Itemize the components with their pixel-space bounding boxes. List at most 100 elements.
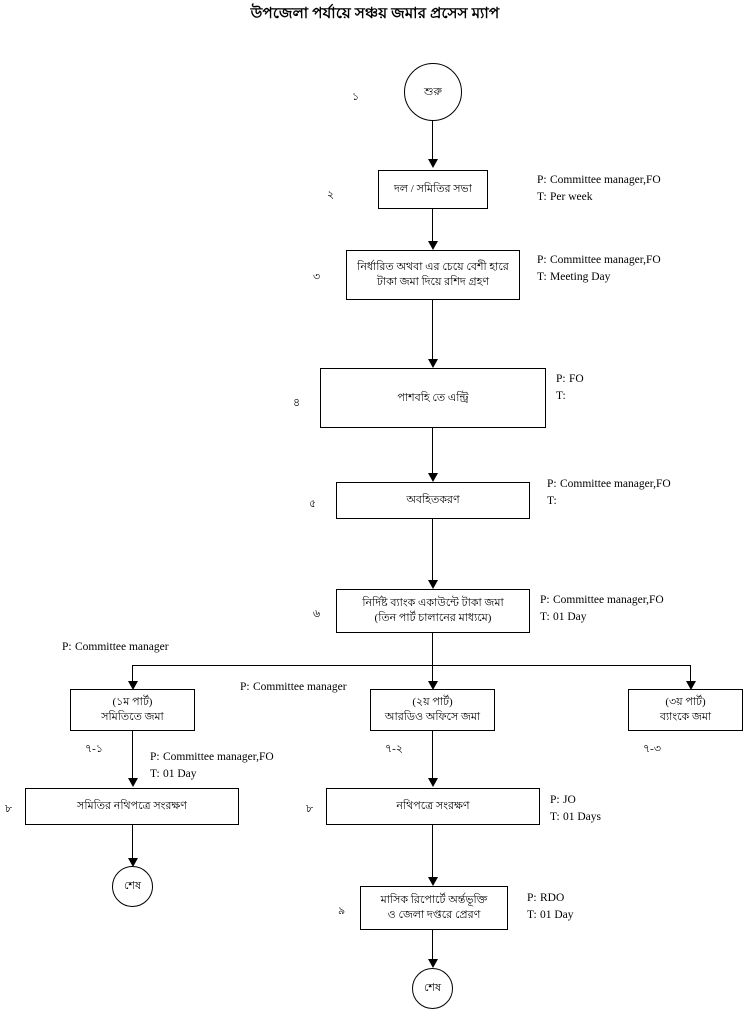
node-branch-7-1-line2: সমিতিতে জমা bbox=[101, 711, 164, 723]
step-number-5: ৫ bbox=[309, 498, 317, 510]
annotation-branch-1-p-row: P:Committee manager bbox=[62, 639, 169, 656]
t-key: T: bbox=[540, 611, 550, 624]
arrowhead-4-5 bbox=[428, 473, 438, 482]
annotation-branch-2: P:Committee manager bbox=[240, 679, 347, 696]
annotation-step-6: P:Committee manager,FO T:01 Day bbox=[540, 592, 664, 627]
arrowhead-3-4 bbox=[428, 359, 438, 368]
annotation-lower-left-p-row: P:Committee manager,FO bbox=[150, 749, 274, 766]
connector-3-4 bbox=[432, 300, 433, 360]
node-step-9-line2: ও জেলা দপ্তরে প্রেরণ bbox=[387, 909, 481, 921]
annotation-step-8-right-t-row: T:01 Days bbox=[550, 809, 601, 826]
annotation-step-6-t: 01 Day bbox=[553, 611, 587, 624]
t-key: T: bbox=[150, 768, 160, 781]
step-number-9: ৯ bbox=[338, 905, 346, 917]
node-step-4-line1: পাশবহি তে এন্ট্রি bbox=[397, 391, 469, 404]
node-step-3: নির্ধারিত অথবা এর চেয়ে বেশী হারে টাকা জ… bbox=[346, 250, 520, 300]
arrowhead-branch-1 bbox=[128, 681, 138, 690]
annotation-step-3: P:Committee manager,FO T:Meeting Day bbox=[537, 252, 661, 287]
p-key: P: bbox=[150, 751, 160, 763]
p-key: P: bbox=[537, 254, 547, 266]
annotation-step-3-p: Committee manager,FO bbox=[550, 254, 661, 266]
annotation-step-2-p: Committee manager,FO bbox=[550, 174, 661, 186]
node-step-5-line1: অবহিতকরণ bbox=[406, 494, 460, 507]
node-step-2: দল / সমিতির সভা bbox=[378, 170, 488, 209]
annotation-step-6-p-row: P:Committee manager,FO bbox=[540, 592, 664, 609]
annotation-branch-2-p: Committee manager bbox=[253, 681, 347, 693]
annotation-step-8-right-t: 01 Days bbox=[563, 811, 602, 824]
annotation-step-9: P:RDO T:01 Day bbox=[527, 890, 574, 925]
annotation-step-5-p-row: P:Committee manager,FO bbox=[547, 476, 671, 493]
annotation-step-6-p: Committee manager,FO bbox=[553, 594, 664, 606]
annotation-lower-left: P:Committee manager,FO T:01 Day bbox=[150, 749, 274, 784]
step-number-3: ৩ bbox=[313, 271, 321, 283]
annotation-step-2-t-row: T:Per week bbox=[537, 189, 661, 206]
p-key: P: bbox=[540, 594, 550, 606]
p-key: P: bbox=[62, 641, 72, 653]
t-key: T: bbox=[527, 909, 537, 922]
end-node-bottom-label: শেষ bbox=[423, 982, 442, 994]
annotation-step-2-t: Per week bbox=[550, 191, 593, 204]
arrowhead-9-to-end bbox=[428, 959, 438, 968]
connector-bus-branch-2 bbox=[432, 665, 433, 683]
annotation-step-3-t: Meeting Day bbox=[550, 271, 611, 284]
annotation-step-5: P:Committee manager,FO T: bbox=[547, 476, 671, 511]
annotation-step-4-p-row: P:FO bbox=[556, 371, 584, 388]
annotation-step-2: P:Committee manager,FO T:Per week bbox=[537, 172, 661, 207]
end-node-bottom: শেষ bbox=[412, 968, 453, 1009]
t-key: T: bbox=[547, 495, 557, 508]
arrowhead-1-2 bbox=[428, 159, 438, 168]
node-branch-7-2-line1: (২য় পার্ট) bbox=[412, 696, 453, 709]
node-step-8-left-line1: সমিতির নথিপত্রে সংরক্ষণ bbox=[77, 800, 187, 813]
annotation-step-5-t-row: T: bbox=[547, 493, 671, 510]
node-step-9-line1: মাসিক রিপোর্টে অর্ন্তভূক্তি bbox=[380, 894, 488, 907]
arrowhead-7-2-to-8 bbox=[428, 778, 438, 787]
annotation-step-4: P:FO T: bbox=[556, 371, 584, 406]
connector-1-2 bbox=[432, 121, 433, 160]
arrowhead-5-6 bbox=[428, 580, 438, 589]
node-step-8-left: সমিতির নথিপত্রে সংরক্ষণ bbox=[25, 788, 239, 825]
connector-bus-branch-1 bbox=[132, 665, 133, 683]
t-key: T: bbox=[537, 271, 547, 284]
step-number-7-3: ৭-৩ bbox=[643, 743, 661, 755]
annotation-step-9-p-row: P:RDO bbox=[527, 890, 574, 907]
node-step-8-right: নথিপত্রে সংরক্ষণ bbox=[326, 788, 540, 825]
p-key: P: bbox=[556, 373, 566, 385]
annotation-step-4-p: FO bbox=[569, 373, 584, 385]
annotation-step-6-t-row: T:01 Day bbox=[540, 609, 664, 626]
connector-bus-branch-3 bbox=[690, 665, 691, 683]
annotation-step-8-right-p: JO bbox=[563, 794, 576, 806]
t-key: T: bbox=[556, 390, 566, 403]
node-step-9: মাসিক রিপোর্টে অর্ন্তভূক্তি ও জেলা দপ্তর… bbox=[360, 886, 508, 930]
step-number-2: ২ bbox=[327, 189, 335, 201]
node-step-2-line1: দল / সমিতির সভা bbox=[394, 183, 472, 196]
node-step-3-line1: নির্ধারিত অথবা এর চেয়ে বেশী হারে bbox=[357, 261, 509, 274]
step-number-1: ১ bbox=[352, 91, 360, 103]
arrowhead-2-3 bbox=[428, 241, 438, 250]
connector-2-3 bbox=[432, 209, 433, 243]
arrowhead-branch-2 bbox=[428, 681, 438, 690]
step-number-8-right: ৮ bbox=[306, 803, 314, 815]
node-branch-7-1: (১ম পার্ট) সমিতিতে জমা bbox=[70, 689, 195, 731]
annotation-step-9-p: RDO bbox=[540, 892, 565, 904]
annotation-lower-left-t-row: T:01 Day bbox=[150, 766, 274, 783]
page-title: উপজেলা পর্যায়ে সঞ্চয় জমার প্রসেস ম্যাপ bbox=[250, 6, 500, 22]
node-step-3-line2: টাকা জমা দিয়ে রশিদ গ্রহণ bbox=[376, 276, 490, 288]
node-branch-7-2: (২য় পার্ট) আরডিও অফিসে জমা bbox=[370, 689, 495, 731]
node-step-5: অবহিতকরণ bbox=[336, 482, 530, 519]
node-branch-7-3-line1: (৩য় পার্ট) bbox=[665, 696, 706, 709]
step-number-8-left: ৮ bbox=[5, 803, 13, 815]
connector-7-2-to-8 bbox=[432, 731, 433, 779]
p-key: P: bbox=[547, 478, 557, 490]
connector-8-left-to-end bbox=[132, 825, 133, 862]
node-branch-7-3-line2: ব্যাংকে জমা bbox=[659, 711, 712, 723]
connector-6-bus bbox=[432, 633, 433, 666]
arrowhead-8-right-to-9 bbox=[428, 877, 438, 886]
p-key: P: bbox=[550, 794, 560, 806]
start-node-label: শুরু bbox=[424, 85, 442, 98]
node-step-8-right-line1: নথিপত্রে সংরক্ষণ bbox=[396, 800, 470, 813]
node-step-6-line2: (তিন পার্ট চালানের মাধ্যমে) bbox=[374, 612, 492, 624]
step-number-6: ৬ bbox=[313, 608, 321, 620]
annotation-step-9-t-row: T:01 Day bbox=[527, 907, 574, 924]
annotation-step-8-right: P:JO T:01 Days bbox=[550, 792, 601, 827]
